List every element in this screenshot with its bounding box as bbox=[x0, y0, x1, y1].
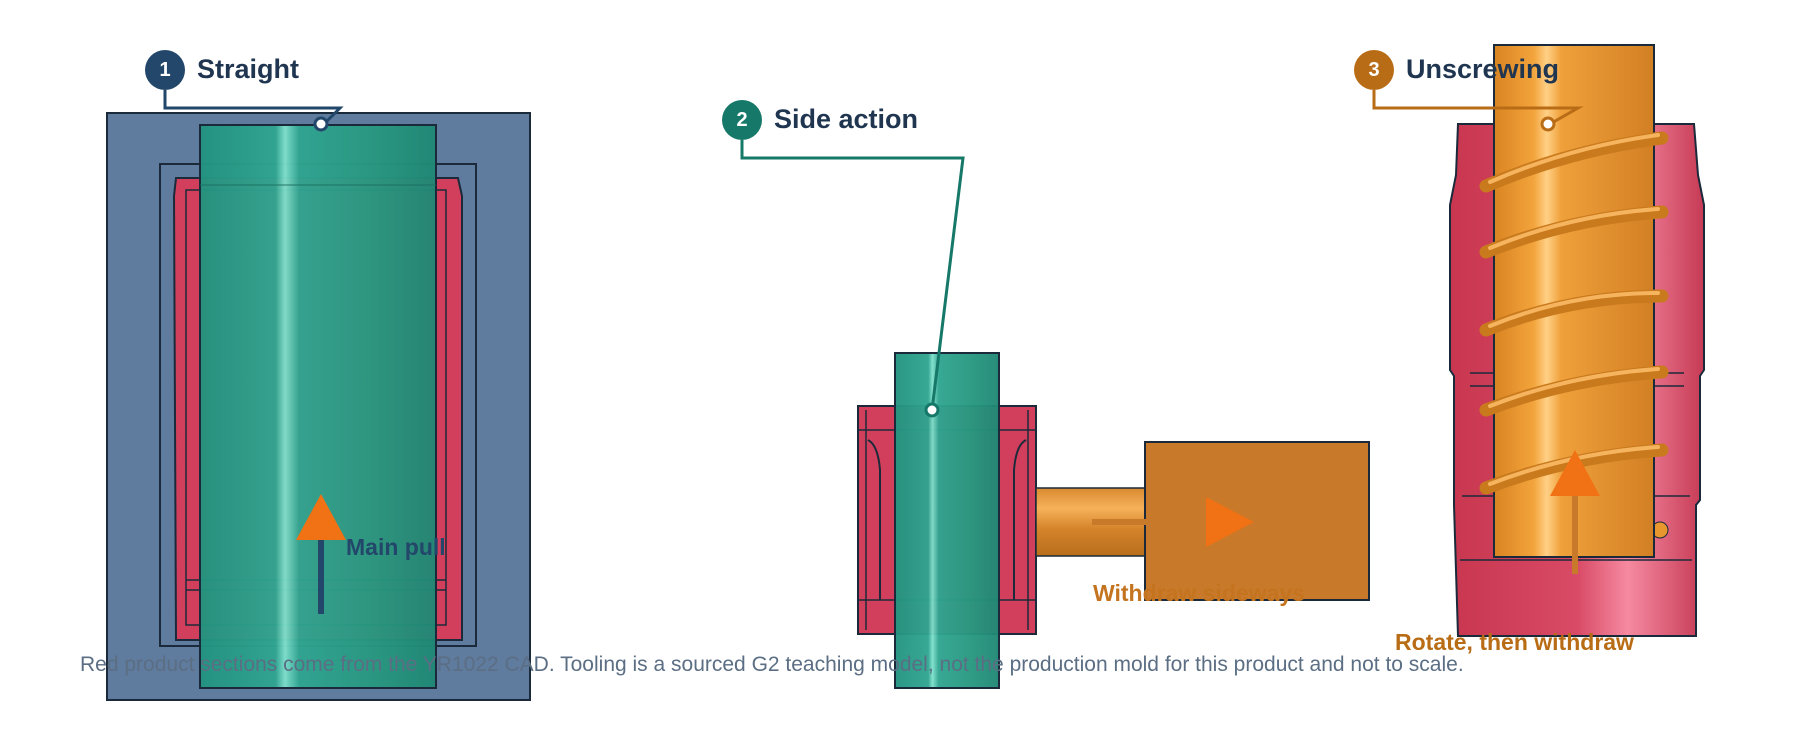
step-3-title: Unscrewing bbox=[1406, 54, 1560, 84]
thread-coil-highlight bbox=[1488, 133, 1660, 486]
callout-leader-3 bbox=[1372, 90, 1584, 132]
step-1-badge: 1 bbox=[145, 50, 185, 90]
step-3-badge: 3 bbox=[1354, 50, 1394, 90]
straight-pull-panel bbox=[106, 112, 531, 701]
callout-leader-1 bbox=[163, 90, 344, 132]
main-pull-label: Main pull bbox=[346, 534, 446, 560]
rotate-withdraw-label: Rotate, then withdraw bbox=[1395, 629, 1634, 655]
unscrewing-panel bbox=[1449, 44, 1705, 637]
step-2-badge: 2 bbox=[722, 100, 762, 140]
step-1-title: Straight bbox=[197, 54, 300, 84]
source-footnote: Red product sections come from the YR102… bbox=[80, 653, 1464, 676]
step-2-title: Side action bbox=[774, 104, 919, 134]
side-action-panel bbox=[857, 352, 1370, 689]
withdraw-sideways-label: Withdraw sideways bbox=[1093, 580, 1305, 606]
side-arrow bbox=[1092, 497, 1254, 547]
up-arrow bbox=[296, 494, 346, 614]
core-pin-teal bbox=[894, 352, 1000, 689]
callout-leader-2 bbox=[740, 140, 965, 418]
thread-coil bbox=[1479, 131, 1669, 495]
rotate-withdraw-arrow bbox=[1550, 450, 1600, 574]
